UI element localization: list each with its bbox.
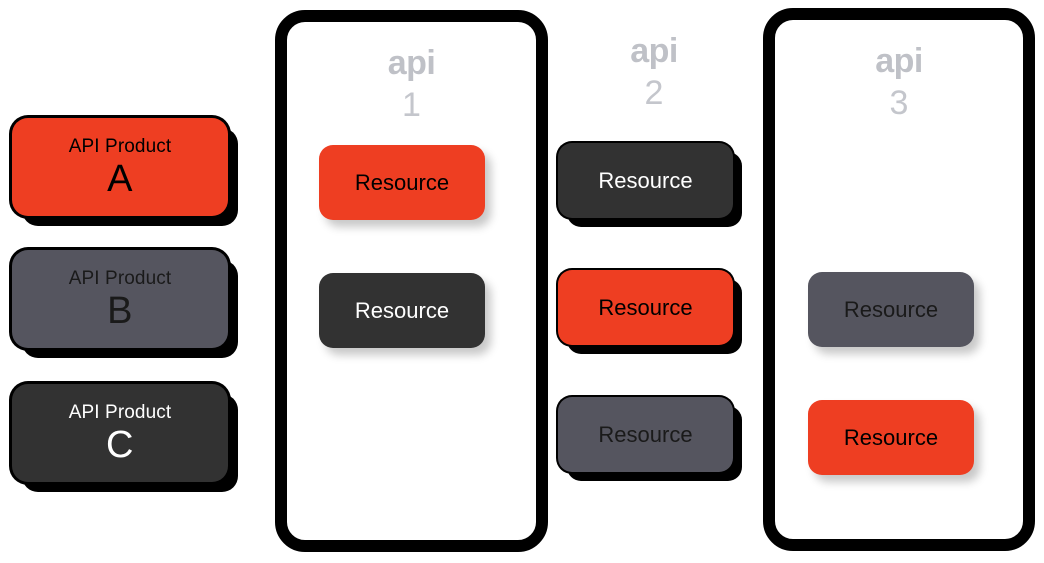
- api-product-letter: C: [106, 423, 134, 466]
- api-word-label: api: [875, 42, 923, 80]
- resource-chip[interactable]: Resource: [558, 270, 733, 345]
- api-title-3: api 3: [775, 44, 1023, 120]
- api-title-1: api 1: [287, 46, 536, 122]
- api-product-letter: A: [107, 157, 133, 200]
- resource-label: Resource: [598, 421, 693, 447]
- resource-chip[interactable]: Resource: [319, 145, 485, 220]
- resource-label: Resource: [354, 169, 450, 195]
- api-number-label: 1: [402, 86, 421, 124]
- resource-label: Resource: [843, 424, 939, 450]
- resource-label: Resource: [354, 297, 450, 323]
- api-word-label: api: [630, 32, 678, 70]
- resource-label: Resource: [598, 294, 693, 320]
- resource-chip[interactable]: Resource: [558, 143, 733, 218]
- resource-chip[interactable]: Resource: [319, 273, 485, 348]
- api-product-label: API Product: [68, 135, 172, 157]
- resource-label: Resource: [843, 296, 939, 322]
- api-number-label: 3: [889, 84, 909, 122]
- resource-chip[interactable]: Resource: [808, 400, 974, 475]
- resource-chip[interactable]: Resource: [558, 397, 733, 472]
- api-container-2[interactable]: api 2: [556, 10, 752, 552]
- api-title-2: api 2: [556, 34, 752, 110]
- resource-label: Resource: [598, 167, 693, 193]
- api-product-label: API Product: [68, 267, 172, 289]
- api-number-label: 2: [644, 74, 664, 112]
- api-product-label: API Product: [68, 401, 172, 423]
- api-word-label: api: [387, 44, 436, 82]
- api-product-letter: B: [107, 289, 133, 332]
- resource-chip[interactable]: Resource: [808, 272, 974, 347]
